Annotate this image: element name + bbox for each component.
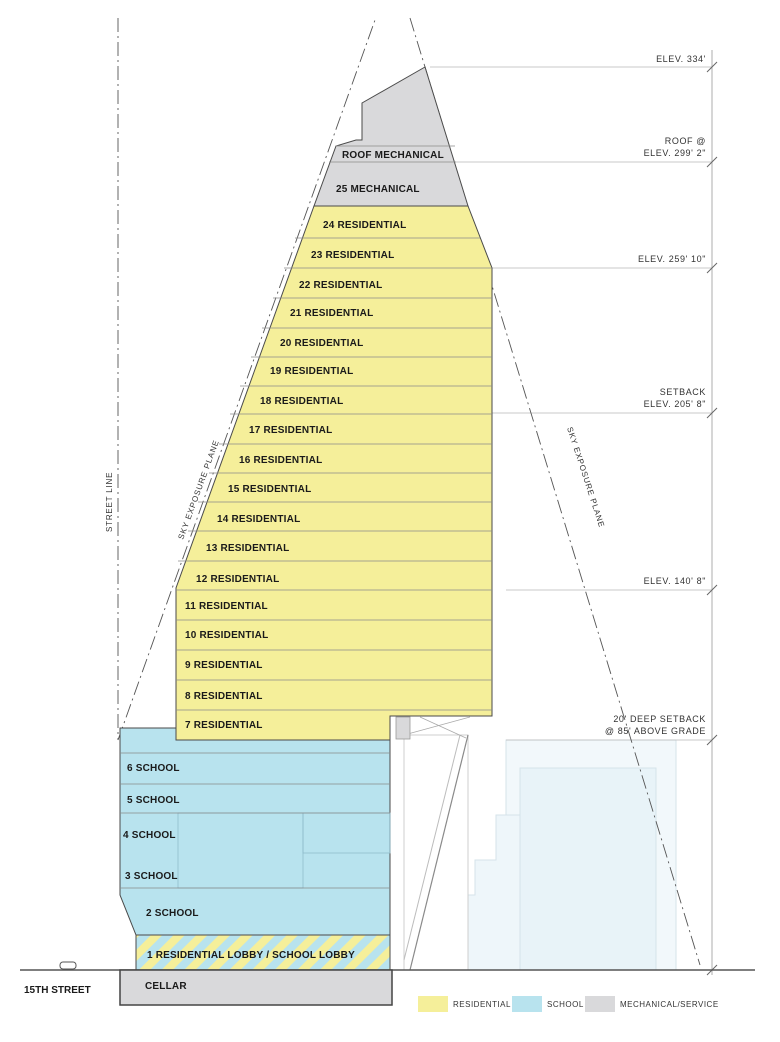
floor-label-1: 1 RESIDENTIAL LOBBY / SCHOOL LOBBY bbox=[147, 950, 355, 961]
elev-334: ELEV. 334' bbox=[656, 54, 706, 64]
legend-swatch-residential bbox=[418, 996, 448, 1012]
floor-label-20: 20 RESIDENTIAL bbox=[280, 338, 363, 349]
floor-label-13: 13 RESIDENTIAL bbox=[206, 543, 289, 554]
floor-label-19: 19 RESIDENTIAL bbox=[270, 366, 353, 377]
floor-label-23: 23 RESIDENTIAL bbox=[311, 250, 394, 261]
legend-label-mechanical: MECHANICAL/SERVICE bbox=[620, 1000, 719, 1009]
floor-label-25: 25 MECHANICAL bbox=[336, 184, 420, 195]
legend-swatch-mechanical bbox=[585, 996, 615, 1012]
floor-label-cellar: CELLAR bbox=[145, 981, 187, 992]
legend: RESIDENTIAL SCHOOL MECHANICAL/SERVICE bbox=[418, 996, 719, 1012]
sky-exposure-plane-right-label: SKY EXPOSURE PLANE bbox=[565, 426, 606, 529]
elev-setback-line1: SETBACK bbox=[660, 387, 706, 397]
floor-label-8: 8 RESIDENTIAL bbox=[185, 691, 263, 702]
street-line-label: STREET LINE bbox=[105, 472, 114, 532]
elev-roof-line2: ELEV. 299' 2" bbox=[644, 148, 706, 158]
cellar bbox=[119, 969, 393, 1006]
floor-label-9: 9 RESIDENTIAL bbox=[185, 660, 263, 671]
floor-label-14: 14 RESIDENTIAL bbox=[217, 514, 300, 525]
sky-exposure-plane-right bbox=[409, 17, 701, 966]
floor-label-15: 15 RESIDENTIAL bbox=[228, 484, 311, 495]
floor-label-16: 16 RESIDENTIAL bbox=[239, 455, 322, 466]
floor-label-12: 12 RESIDENTIAL bbox=[196, 574, 279, 585]
floor-label-6: 6 SCHOOL bbox=[127, 763, 180, 774]
neighbor-building bbox=[395, 716, 677, 971]
legend-label-school: SCHOOL bbox=[547, 1000, 584, 1009]
floor-label-2: 2 SCHOOL bbox=[146, 908, 199, 919]
floor-label-21: 21 RESIDENTIAL bbox=[290, 308, 373, 319]
floor-label-22: 22 RESIDENTIAL bbox=[299, 280, 382, 291]
elev-roof-line1: ROOF @ bbox=[665, 136, 706, 146]
street-name: 15TH STREET bbox=[24, 985, 91, 996]
floor-label-3: 3 SCHOOL bbox=[125, 871, 178, 882]
floor-label-24: 24 RESIDENTIAL bbox=[323, 220, 406, 231]
floor-label-roof-mechanical: ROOF MECHANICAL bbox=[342, 150, 444, 161]
legend-label-residential: RESIDENTIAL bbox=[453, 1000, 511, 1009]
floor-label-5: 5 SCHOOL bbox=[127, 795, 180, 806]
floor-label-11: 11 RESIDENTIAL bbox=[185, 601, 268, 612]
floor-label-7: 7 RESIDENTIAL bbox=[185, 720, 263, 731]
floor-label-18: 18 RESIDENTIAL bbox=[260, 396, 343, 407]
elev-deep-line1: 20' DEEP SETBACK bbox=[613, 714, 706, 724]
sky-exposure-plane-left bbox=[117, 19, 376, 741]
floor-label-4: 4 SCHOOL bbox=[123, 830, 176, 841]
elev-140: ELEV. 140' 8" bbox=[644, 576, 706, 586]
lobby bbox=[135, 934, 391, 971]
elev-setback-line2: ELEV. 205' 8" bbox=[644, 399, 706, 409]
floor-label-10: 10 RESIDENTIAL bbox=[185, 630, 268, 641]
elev-259: ELEV. 259' 10" bbox=[638, 254, 706, 264]
legend-swatch-school bbox=[512, 996, 542, 1012]
elev-deep-line2: @ 85' ABOVE GRADE bbox=[605, 726, 706, 736]
floor-lines bbox=[120, 145, 492, 889]
floor-label-17: 17 RESIDENTIAL bbox=[249, 425, 332, 436]
car-icon bbox=[59, 961, 77, 970]
elevation-lines bbox=[430, 50, 713, 975]
